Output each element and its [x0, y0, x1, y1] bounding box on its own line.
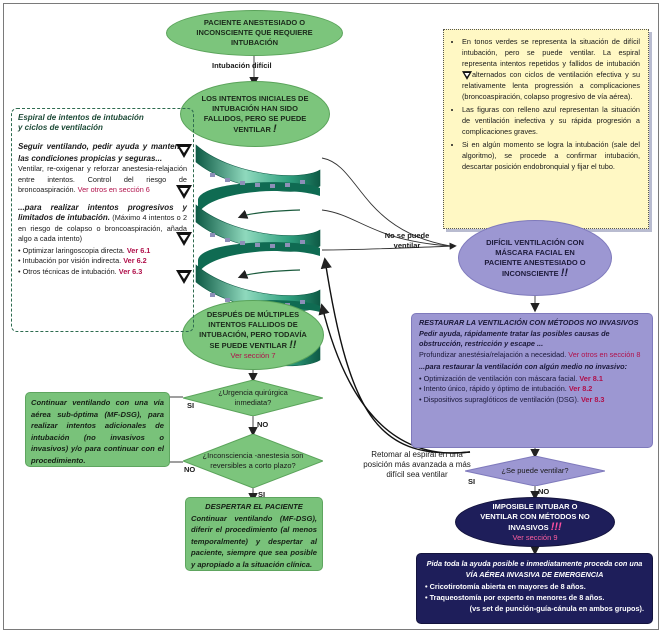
edge-label-si: SI — [258, 490, 266, 499]
start-node: PACIENTE ANESTESIADO O INCONSCIENTE QUE … — [166, 10, 343, 56]
alert-mark: ! — [272, 122, 277, 135]
failed-attempt-triangle-icon — [176, 144, 192, 158]
bullet-text: Optimización de ventilación con máscara … — [423, 373, 578, 383]
alert-mark: !!! — [550, 520, 562, 533]
restore-subtitle: Pedir ayuda, rápidamente tratar las posi… — [419, 328, 610, 349]
spiral-para2-text: (Máximo 4 intentos o 2 en riesgo de cola… — [18, 213, 187, 243]
edge-label-difficult-intubation: Intubación difícil — [212, 61, 272, 70]
decision-reversible-text: ¿Inconsciencia -anestesia son reversible… — [202, 451, 304, 470]
failed-attempt-triangle-icon — [176, 270, 192, 284]
restore-subheading: ...para restaurar la ventilación con alg… — [419, 362, 628, 371]
decision-can-ventilate: ¿Se puede ventilar? — [465, 456, 605, 486]
continue-ventilating-box: Continuar ventilando con una vía aérea s… — [25, 392, 170, 467]
ref-8-2[interactable]: Ver 8.2 — [568, 384, 593, 393]
impossible-intubate-ventilate-node: IMPOSIBLE INTUBAR O VENTILAR CON MÉTODOS… — [455, 497, 615, 547]
restore-title: RESTAURAR LA VENTILACIÓN CON MÉTODOS NO … — [419, 318, 639, 327]
alert-mark: !! — [289, 338, 297, 351]
restore-bullet: Dispositivos supraglóticos de ventilació… — [419, 395, 645, 406]
legend-text: alternados con ciclos de ventilación efe… — [462, 70, 640, 101]
emergency-bullet: Traqueostomía por experto en menores de … — [425, 592, 644, 603]
spiral-bullet: Optimizar laringoscopia directa. Ver 6.1 — [18, 246, 187, 257]
wake-text: Continuar ventilando (MF-DSG), diferir e… — [191, 513, 317, 569]
initial-attempts-text: LOS INTENTOS INICIALES DE INTUBACIÓN HAN… — [201, 93, 309, 134]
section-6-ref[interactable]: Ver otros en sección 6 — [77, 185, 150, 194]
bullet-text: Dispositivos supraglóticos de ventilació… — [423, 394, 579, 404]
section-7-ref[interactable]: Ver sección 7 — [230, 350, 276, 360]
spiral-bullet: Otros técnicas de intubación. Ver 6.3 — [18, 267, 187, 278]
legend-item-blue: Las figuras con relleno azul representan… — [462, 104, 640, 137]
bullet-text: Optimizar laringoscopia directa. — [22, 245, 125, 255]
restore-ventilation-box: RESTAURAR LA VENTILACIÓN CON MÉTODOS NO … — [411, 313, 653, 448]
failed-attempt-triangle-icon — [176, 232, 192, 246]
ref-8-1[interactable]: Ver 8.1 — [579, 373, 603, 383]
wake-title: DESPERTAR EL PACIENTE — [205, 502, 303, 511]
spiral-para1-text: Ventilar, re-oxigenar y reforzar anestes… — [18, 164, 187, 194]
emergency-airway-box: Pida toda la ayuda posible e inmediatame… — [416, 553, 653, 624]
restore-bullet: Optimización de ventilación con máscara … — [419, 374, 645, 385]
failed-attempt-triangle-icon — [462, 70, 472, 80]
spiral-para1-heading: Seguir ventilando, pedir ayuda y mantene… — [18, 142, 187, 163]
spiral-title-line1: Espiral de intentos de intubación — [18, 113, 144, 122]
bullet-text: Intubación por visión indirecta. — [22, 256, 122, 265]
legend-text: En tonos verdes se representa la situaci… — [462, 37, 640, 68]
decision-reversible: ¿Inconsciencia -anestesia son reversible… — [183, 434, 323, 488]
spiral-title-line2: y ciclos de ventilación — [18, 123, 103, 132]
difficult-ventilation-node: DIFÍCIL VENTILACIÓN CON MÁSCARA FACIAL E… — [458, 220, 612, 296]
spiral-para2-heading: ...para realizar intentos progresivos y … — [18, 202, 187, 223]
legend-note-box: En tonos verdes se representa la situaci… — [443, 29, 649, 229]
bullet-text: Intento único, rápido y óptimo de intuba… — [423, 384, 567, 393]
ref-6-3[interactable]: Ver 6.3 — [118, 266, 143, 276]
multiple-attempts-failed-node: DESPUÉS DE MÚLTIPLES INTENTOS FALLIDOS D… — [182, 300, 324, 370]
restore-text: Profundizar anestésia/relajación a neces… — [419, 349, 567, 359]
decision-surgical-urgency: ¿Urgencia quirúrgica inmediata? — [183, 380, 323, 416]
emergency-bullet: Cricotirotomía abierta en mayores de 8 a… — [425, 581, 644, 592]
edge-label-si: SI — [187, 401, 195, 410]
restore-bullet: Intento único, rápido y óptimo de intuba… — [419, 384, 645, 395]
edge-label-cannot-ventilate: No se puede ventilar — [384, 231, 430, 250]
continue-text: Continuar ventilando con una vía aérea s… — [31, 398, 164, 465]
edge-label-si: SI — [468, 477, 476, 486]
section-9-ref[interactable]: Ver sección 9 — [512, 532, 558, 542]
diagram-frame — [3, 3, 659, 630]
ref-8-3[interactable]: Ver 8.3 — [580, 394, 605, 404]
impossible-text: IMPOSIBLE INTUBAR O VENTILAR CON MÉTODOS… — [480, 501, 590, 532]
bullet-text: Otros técnicas de intubación. — [22, 266, 117, 276]
multiple-attempts-text: DESPUÉS DE MÚLTIPLES INTENTOS FALLIDOS D… — [199, 309, 307, 350]
decision-urgency-text: ¿Urgencia quirúrgica inmediata? — [218, 388, 288, 407]
failed-attempt-triangle-icon — [176, 185, 192, 199]
ref-6-1[interactable]: Ver 6.1 — [126, 245, 151, 255]
spiral-bullet: Intubación por visión indirecta. Ver 6.2 — [18, 256, 187, 267]
edge-label-no: NO — [184, 465, 196, 474]
alert-mark: !! — [560, 266, 569, 279]
difficult-ventilation-text: DIFÍCIL VENTILACIÓN CON MÁSCARA FACIAL E… — [484, 237, 586, 278]
emergency-note: (vs set de punción-guía-cánula en ambos … — [469, 604, 644, 613]
spiral-explanation-box: Espiral de intentos de intubación y cicl… — [11, 108, 194, 332]
edge-label-return-spiral: Retomar al espiral en una posición más a… — [363, 450, 471, 479]
edge-label-no: NO — [257, 420, 269, 429]
edge-label-no: NO — [538, 487, 550, 496]
start-node-text: PACIENTE ANESTESIADO O INCONSCIENTE QUE … — [196, 18, 313, 47]
legend-item-intubation: Si en algún momento se logra la intubaci… — [462, 139, 640, 172]
initial-attempts-failed-node: LOS INTENTOS INICIALES DE INTUBACIÓN HAN… — [180, 81, 330, 147]
ref-6-2[interactable]: Ver 6.2 — [123, 256, 147, 265]
decision-can-ventilate-text: ¿Se puede ventilar? — [501, 466, 569, 475]
legend-item-green: En tonos verdes se representa la situaci… — [462, 36, 640, 102]
emergency-heading: Pida toda la ayuda posible e inmediatame… — [426, 559, 643, 579]
section-8-ref[interactable]: Ver otros en sección 8 — [568, 349, 641, 359]
wake-patient-box: DESPERTAR EL PACIENTE Continuar ventilan… — [185, 497, 323, 571]
